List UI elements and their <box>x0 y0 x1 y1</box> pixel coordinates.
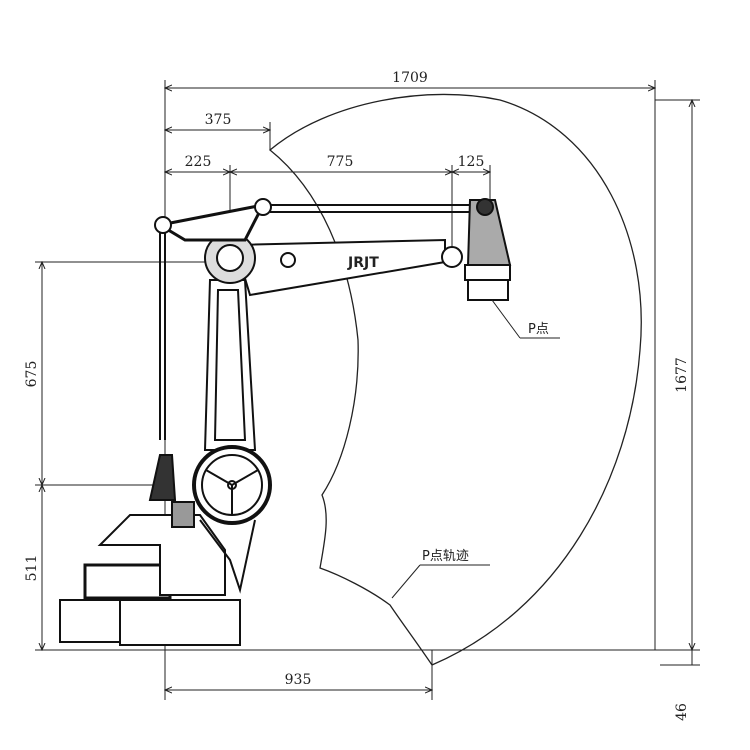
dim-375: 375 <box>205 112 232 128</box>
dim-935: 935 <box>285 672 312 688</box>
dim-1677: 1677 <box>674 357 690 393</box>
dim-511: 511 <box>24 555 40 582</box>
p-point-trajectory <box>268 93 642 666</box>
dim-125: 125 <box>458 154 485 170</box>
p-point-leader <box>491 299 521 339</box>
robot-arm <box>59 198 512 646</box>
p-trajectory-label: P点轨迹 <box>422 549 469 564</box>
dim-675: 675 <box>24 361 40 388</box>
dim-1709: 1709 <box>392 70 428 86</box>
brand-logo: JRJT <box>347 255 379 271</box>
dim-775: 775 <box>327 154 354 170</box>
dimension-lines <box>42 88 692 690</box>
p-trajectory-leader <box>391 564 421 599</box>
dim-225: 225 <box>185 154 212 170</box>
dim-46: 46 <box>674 703 690 721</box>
p-point-label: P点 <box>528 322 549 337</box>
